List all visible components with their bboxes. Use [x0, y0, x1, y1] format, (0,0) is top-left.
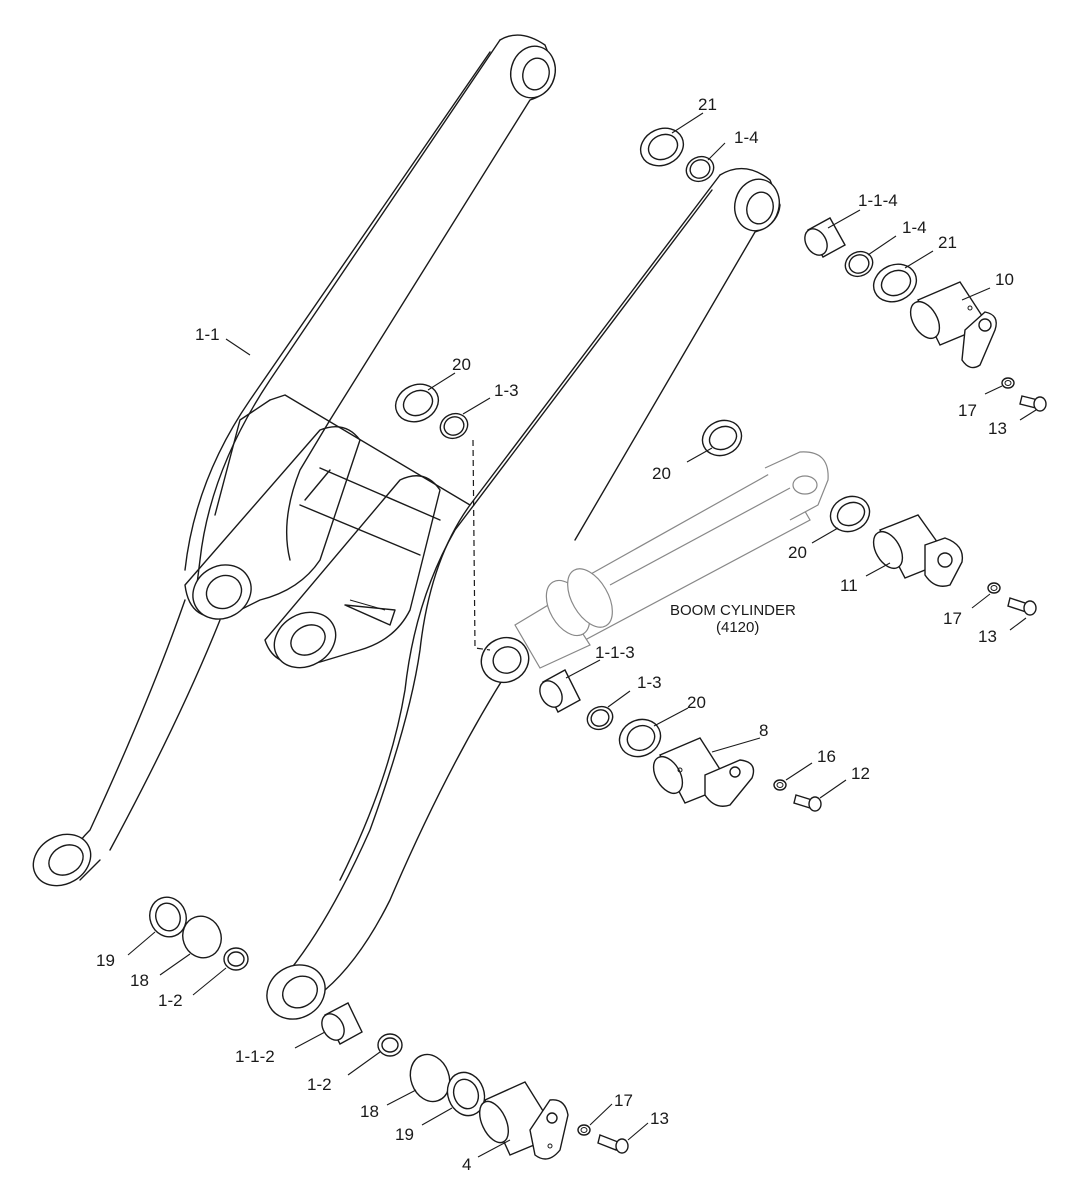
label-13-b: 13	[978, 627, 997, 646]
label-17-b: 17	[943, 609, 962, 628]
label-20-b: 20	[652, 464, 671, 483]
label-1-3-b: 1-3	[637, 673, 662, 692]
parts-bottom	[149, 896, 629, 1160]
right-boom-arm	[266, 167, 781, 1020]
part-labels: 21 1-4 1-1-4 1-4 21 10 17 13 1-1 20 1-3 …	[96, 95, 1014, 1174]
label-18-b: 18	[360, 1102, 379, 1121]
label-21-top: 21	[698, 95, 717, 114]
label-13-c: 13	[650, 1109, 669, 1128]
label-20-c: 20	[788, 543, 807, 562]
parts-upper-right	[639, 127, 1047, 412]
label-1-2-b: 1-2	[307, 1075, 332, 1094]
leader-lines	[127, 112, 1037, 1158]
label-19-b: 19	[395, 1125, 414, 1144]
label-17-c: 17	[614, 1091, 633, 1110]
label-21-mid: 21	[938, 233, 957, 252]
left-boom-arm	[32, 34, 556, 887]
boom-cylinder-label: BOOM CYLINDER	[670, 602, 796, 619]
label-1-1-2: 1-1-2	[235, 1047, 275, 1066]
alignment-line	[472, 439, 491, 651]
parts-mid-left	[394, 383, 469, 440]
label-18-a: 18	[130, 971, 149, 990]
label-16: 16	[817, 747, 836, 766]
label-20-d: 20	[687, 693, 706, 712]
parts-lower-mid	[539, 669, 822, 812]
boom-cylinder-ref: (4120)	[716, 619, 759, 636]
label-1-3-a: 1-3	[494, 381, 519, 400]
label-20-a: 20	[452, 355, 471, 374]
label-8: 8	[759, 721, 768, 740]
label-1-1-4: 1-1-4	[858, 191, 898, 210]
parts-cylinder-pin	[701, 419, 1037, 616]
label-4: 4	[462, 1155, 471, 1174]
label-10: 10	[995, 270, 1014, 289]
label-1-1: 1-1	[195, 325, 220, 344]
label-19-a: 19	[96, 951, 115, 970]
label-1-1-3: 1-1-3	[595, 643, 635, 662]
label-13-a: 13	[988, 419, 1007, 438]
label-17-a: 17	[958, 401, 977, 420]
cross-tube-brackets	[184, 394, 471, 669]
label-11: 11	[840, 576, 858, 595]
label-1-4-mid: 1-4	[902, 218, 927, 237]
label-1-4-top: 1-4	[734, 128, 759, 147]
boom-cylinder	[514, 451, 829, 669]
label-12: 12	[851, 764, 870, 783]
label-1-2-a: 1-2	[158, 991, 183, 1010]
